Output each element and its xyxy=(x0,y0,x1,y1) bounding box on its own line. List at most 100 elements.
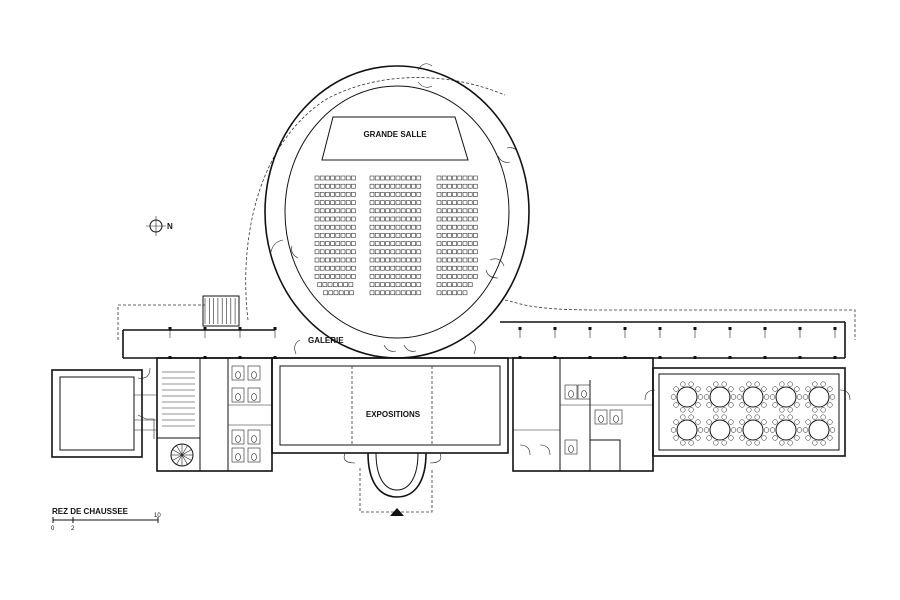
galerie-label: GALERIE xyxy=(308,336,344,345)
seat xyxy=(436,224,442,230)
seat xyxy=(369,216,375,222)
seat xyxy=(335,249,341,255)
seat xyxy=(325,175,330,181)
chair xyxy=(728,402,734,408)
seat xyxy=(385,290,390,296)
seat xyxy=(385,265,390,271)
seat xyxy=(406,216,411,222)
seat xyxy=(374,233,380,238)
seat xyxy=(447,216,452,222)
banquet-tables xyxy=(670,381,836,446)
column xyxy=(658,356,662,359)
seat xyxy=(416,249,422,255)
seat xyxy=(340,183,346,189)
seat xyxy=(411,282,416,287)
chair xyxy=(772,435,778,441)
seat xyxy=(395,257,401,263)
seat xyxy=(452,224,457,230)
seat xyxy=(400,233,406,238)
chair xyxy=(670,427,677,433)
seat xyxy=(406,265,411,271)
seat xyxy=(351,208,356,214)
chair xyxy=(779,414,785,420)
chair xyxy=(673,386,679,392)
seat xyxy=(447,233,452,238)
seat xyxy=(380,175,385,181)
seat xyxy=(380,183,385,189)
west-pavilion xyxy=(51,367,156,458)
seat xyxy=(314,216,320,222)
seat xyxy=(447,208,452,214)
seat xyxy=(411,183,416,189)
round-table xyxy=(709,419,731,441)
chair xyxy=(739,402,745,408)
round-table xyxy=(775,386,797,408)
seat xyxy=(411,192,416,197)
chair xyxy=(829,394,836,400)
chair xyxy=(761,419,767,425)
north-arrow: N xyxy=(146,216,173,236)
seat xyxy=(457,183,463,189)
seat xyxy=(400,274,406,279)
toilet-stall xyxy=(609,409,623,425)
seat xyxy=(319,200,325,205)
spiral-tread xyxy=(176,454,183,465)
seat xyxy=(335,208,341,214)
chair xyxy=(769,427,776,433)
seat xyxy=(335,192,341,197)
seat xyxy=(395,274,401,279)
seat xyxy=(340,208,346,214)
banquet-hall-wall xyxy=(652,367,846,457)
seat xyxy=(385,282,390,287)
seat xyxy=(436,290,442,296)
seat xyxy=(462,233,468,238)
seat xyxy=(467,216,473,222)
seat xyxy=(385,274,390,279)
seat xyxy=(327,282,333,287)
seat xyxy=(473,216,478,222)
seat xyxy=(447,274,452,279)
seat xyxy=(436,216,442,222)
seat xyxy=(374,257,380,263)
seat xyxy=(317,282,322,287)
chair xyxy=(721,381,727,387)
oval-doors xyxy=(270,63,520,355)
seat xyxy=(343,282,348,287)
toilet-stall xyxy=(247,387,261,403)
seat xyxy=(345,200,351,205)
seat xyxy=(462,200,468,205)
level-title: REZ DE CHAUSSEE xyxy=(52,507,129,516)
chair xyxy=(728,435,734,441)
seat xyxy=(473,241,478,246)
column xyxy=(658,327,662,330)
seat xyxy=(325,183,330,189)
seat xyxy=(323,290,328,296)
seat xyxy=(351,183,356,189)
seat xyxy=(385,175,390,181)
grande-salle: GRANDE SALLE xyxy=(264,63,530,359)
seat xyxy=(335,274,341,279)
seat xyxy=(325,200,330,205)
seat xyxy=(462,216,468,222)
grande-salle-label: GRANDE SALLE xyxy=(363,130,427,139)
spiral-tread xyxy=(181,454,192,461)
seat xyxy=(467,265,473,271)
expositions: EXPOSITIONS xyxy=(271,357,509,516)
seat xyxy=(441,233,447,238)
chair xyxy=(680,414,686,420)
chair xyxy=(739,435,745,441)
chair xyxy=(763,427,770,433)
chair xyxy=(673,402,679,408)
seat xyxy=(473,224,478,230)
seat xyxy=(462,290,468,296)
chair xyxy=(695,386,701,392)
seat xyxy=(325,241,330,246)
seat xyxy=(416,241,422,246)
west-pavilion-inner xyxy=(59,376,135,451)
seat xyxy=(351,224,356,230)
chair xyxy=(754,407,760,413)
chair xyxy=(721,414,727,420)
seat xyxy=(325,224,330,230)
seat xyxy=(436,200,442,205)
seat xyxy=(325,257,330,263)
